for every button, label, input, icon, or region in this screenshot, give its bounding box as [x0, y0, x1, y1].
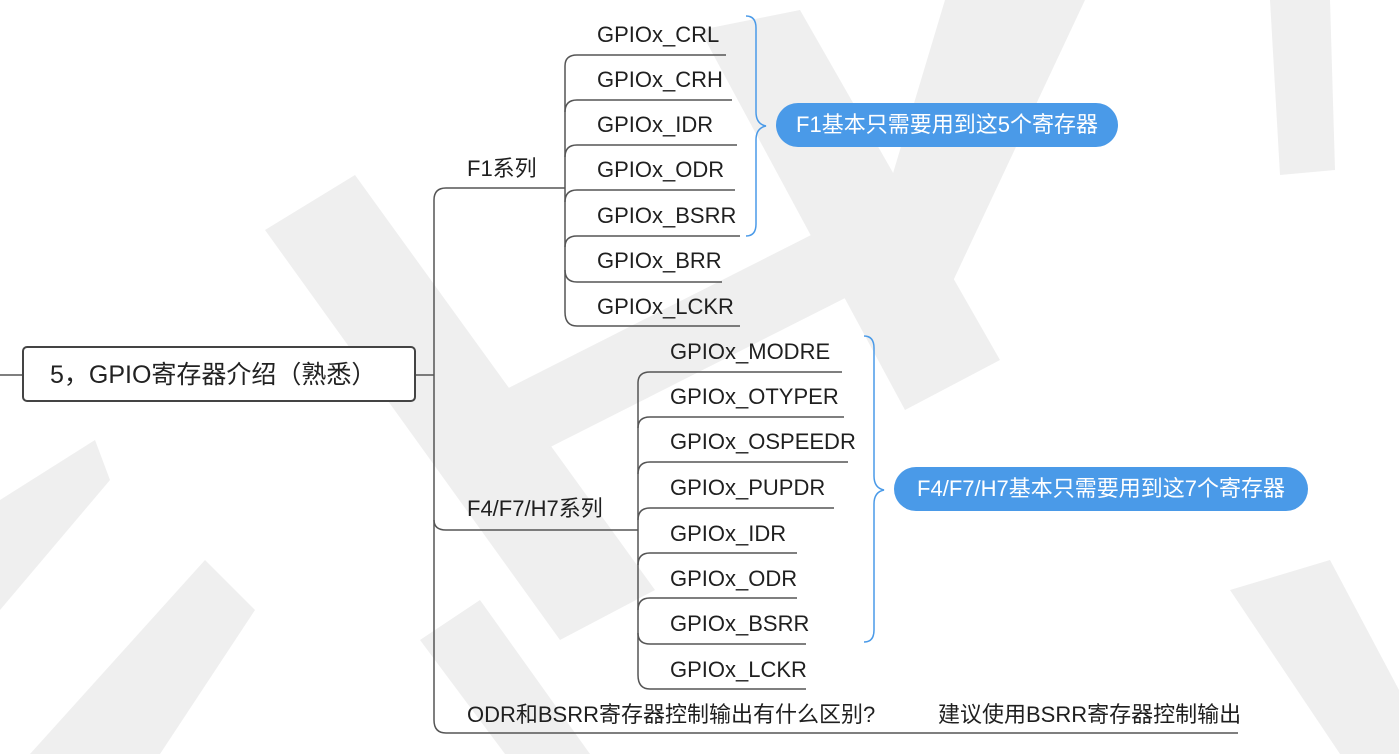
- register-node[interactable]: GPIOx_LCKR: [597, 294, 734, 319]
- root-label: 5，GPIO寄存器介绍（熟悉）: [50, 361, 377, 389]
- register-node[interactable]: GPIOx_MODRE: [670, 339, 831, 364]
- f4f7h7-summary-callout[interactable]: F4/F7/H7基本只需要用到这7个寄存器: [894, 467, 1308, 511]
- branch-f4f7h7-label[interactable]: F4/F7/H7系列: [467, 496, 603, 521]
- register-node[interactable]: GPIOx_ODR: [597, 157, 725, 182]
- root-node[interactable]: 5，GPIO寄存器介绍（熟悉）: [22, 346, 416, 402]
- branch-question-label[interactable]: ODR和BSRR寄存器控制输出有什么区别?: [467, 702, 876, 727]
- register-node[interactable]: GPIOx_LCKR: [670, 657, 807, 682]
- register-node[interactable]: GPIOx_OTYPER: [670, 384, 839, 409]
- register-node[interactable]: GPIOx_IDR: [670, 521, 787, 546]
- register-node[interactable]: GPIOx_IDR: [597, 112, 714, 137]
- register-node[interactable]: GPIOx_OSPEEDR: [670, 429, 856, 454]
- register-node[interactable]: GPIOx_BSRR: [597, 203, 737, 228]
- branch-f1-label[interactable]: F1系列: [467, 156, 537, 181]
- register-node[interactable]: GPIOx_BSRR: [670, 611, 810, 636]
- register-node[interactable]: GPIOx_CRH: [597, 67, 723, 92]
- register-node[interactable]: GPIOx_CRL: [597, 22, 720, 47]
- answer-label[interactable]: 建议使用BSRR寄存器控制输出: [938, 702, 1242, 727]
- register-node[interactable]: GPIOx_PUPDR: [670, 475, 826, 500]
- register-node[interactable]: GPIOx_BRR: [597, 248, 722, 273]
- f1-summary-callout[interactable]: F1基本只需要用到这5个寄存器: [776, 103, 1118, 147]
- register-node[interactable]: GPIOx_ODR: [670, 566, 798, 591]
